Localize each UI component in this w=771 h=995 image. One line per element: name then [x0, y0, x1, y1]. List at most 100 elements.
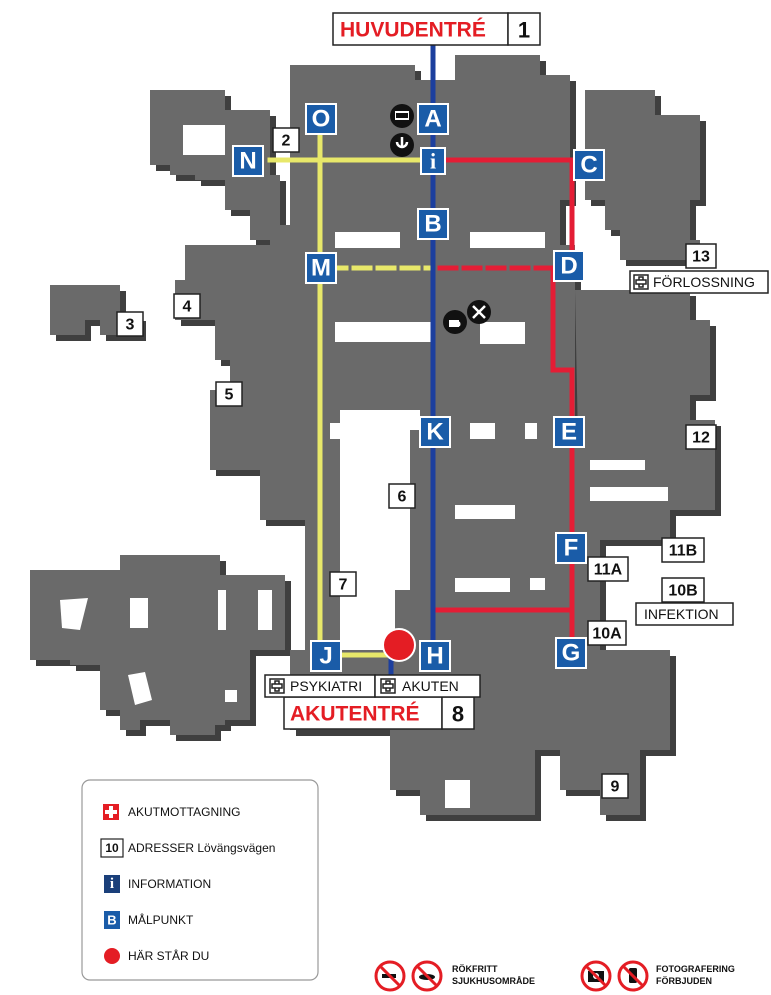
- svg-text:AKUTEN: AKUTEN: [402, 678, 459, 694]
- smoke-free-line2: SJUKHUSOMRÅDE: [452, 976, 535, 986]
- svg-text:A: A: [424, 106, 441, 133]
- address-10a: 10A: [587, 620, 627, 646]
- waypoint-o: O: [305, 103, 337, 135]
- address-2: 2: [272, 127, 300, 153]
- waypoint-k: K: [419, 416, 451, 448]
- forlossning-label: FÖRLOSSNING: [629, 270, 769, 294]
- svg-text:13: 13: [692, 249, 710, 266]
- restroom-icon: [390, 133, 414, 157]
- address-11b: 11B: [661, 537, 705, 563]
- svg-text:11A: 11A: [594, 562, 623, 579]
- waypoint-f: F: [555, 532, 587, 564]
- address-5: 5: [215, 381, 243, 407]
- info-icon: i: [104, 875, 120, 893]
- courtyards: [60, 125, 668, 808]
- no-photo-line1: FOTOGRAFERING: [656, 964, 735, 974]
- svg-text:HÄR STÅR DU: HÄR STÅR DU: [128, 948, 209, 963]
- no-smoking-icon: [374, 960, 406, 992]
- main-entrance-number: 1: [518, 18, 530, 43]
- waypoint-a: A: [417, 103, 449, 135]
- svg-text:i: i: [110, 876, 114, 892]
- legend-item-akutmottagning: AKUTMOTTAGNING: [103, 804, 240, 820]
- address-6: 6: [388, 483, 416, 509]
- svg-text:G: G: [562, 640, 581, 667]
- address-number-icon: 10: [100, 838, 124, 858]
- south-west-building: [30, 555, 285, 735]
- waypoint-d: D: [553, 250, 585, 282]
- emergency-entrance-title: AKUTENTRÉ: [290, 703, 420, 726]
- svg-text:4: 4: [183, 299, 192, 316]
- legend: AKUTMOTTAGNING 10 ADRESSER Lövängsvägen …: [81, 779, 319, 981]
- address-4: 4: [173, 293, 201, 319]
- svg-text:J: J: [319, 643, 332, 670]
- smoke-free-line1: RÖKFRITT: [452, 964, 498, 974]
- address-3: 3: [116, 311, 144, 337]
- no-phone-icon: [617, 960, 649, 992]
- svg-text:MÅLPUNKT: MÅLPUNKT: [128, 912, 194, 927]
- svg-text:C: C: [580, 152, 597, 179]
- north-east-building: [585, 90, 700, 260]
- svg-text:FÖRLOSSNING: FÖRLOSSNING: [653, 273, 755, 290]
- svg-text:11B: 11B: [669, 543, 697, 560]
- svg-text:5: 5: [225, 387, 234, 404]
- svg-text:B: B: [107, 913, 116, 928]
- svg-text:F: F: [564, 535, 579, 562]
- svg-text:O: O: [312, 106, 331, 133]
- waypoint-m: M: [305, 252, 337, 284]
- red-route-south: [550, 269, 575, 641]
- shop-icon: [390, 104, 414, 128]
- svg-text:H: H: [426, 643, 443, 670]
- svg-text:K: K: [426, 419, 444, 446]
- waypoint-n: N: [232, 145, 264, 177]
- red-cross-icon: [269, 678, 285, 694]
- waypoint-h: H: [419, 640, 451, 672]
- svg-text:3: 3: [126, 317, 135, 334]
- no-camera-icon: [580, 960, 612, 992]
- cafe-icon: [443, 310, 467, 334]
- svg-text:6: 6: [398, 489, 407, 506]
- no-photo-line2: FÖRBJUDEN: [656, 976, 712, 986]
- address-11a: 11A: [587, 556, 629, 582]
- you-are-here-marker: [382, 628, 416, 662]
- svg-text:10: 10: [105, 841, 119, 855]
- svg-text:10A: 10A: [592, 626, 622, 643]
- svg-text:N: N: [239, 148, 256, 175]
- svg-text:9: 9: [611, 779, 620, 796]
- waypoint-b: B: [417, 208, 449, 240]
- waypoint-g: G: [555, 637, 587, 669]
- svg-text:PSYKIATRI: PSYKIATRI: [290, 678, 362, 694]
- address-9: 9: [601, 773, 629, 799]
- svg-text:10B: 10B: [668, 583, 697, 600]
- svg-text:E: E: [561, 419, 577, 446]
- waypoint-j: J: [310, 640, 342, 672]
- svg-text:D: D: [560, 253, 577, 280]
- svg-text:INFORMATION: INFORMATION: [128, 877, 211, 891]
- info-point: i: [420, 147, 446, 175]
- address-13: 13: [685, 243, 717, 269]
- svg-text:12: 12: [692, 430, 710, 447]
- akuten-label: AKUTEN: [374, 674, 481, 698]
- svg-text:M: M: [311, 255, 331, 282]
- address-12: 12: [685, 424, 717, 450]
- north-west-building: [150, 90, 280, 240]
- red-cross-icon: [633, 274, 649, 290]
- svg-text:7: 7: [339, 577, 348, 594]
- svg-text:2: 2: [282, 133, 291, 150]
- red-dot-icon: [104, 948, 120, 964]
- red-route-north: [437, 157, 575, 268]
- legend-item-har-star-du: HÄR STÅR DU: [104, 948, 209, 964]
- emergency-entrance-label: AKUTENTRÉ 8: [283, 696, 475, 730]
- psykiatri-label: PSYKIATRI: [264, 674, 376, 698]
- svg-text:B: B: [424, 211, 441, 238]
- waypoint-e: E: [553, 416, 585, 448]
- infektion-label: INFEKTION: [635, 602, 734, 626]
- svg-text:ADRESSER Lövängsvägen: ADRESSER Lövängsvägen: [128, 841, 275, 855]
- waypoint-c: C: [573, 149, 605, 181]
- svg-text:i: i: [430, 149, 436, 174]
- no-snus-icon: [411, 960, 443, 992]
- red-cross-icon: [103, 804, 119, 820]
- main-entrance-title: HUVUDENTRÉ: [340, 19, 486, 42]
- svg-text:INFEKTION: INFEKTION: [644, 606, 719, 622]
- main-entrance-label: HUVUDENTRÉ 1: [332, 12, 541, 46]
